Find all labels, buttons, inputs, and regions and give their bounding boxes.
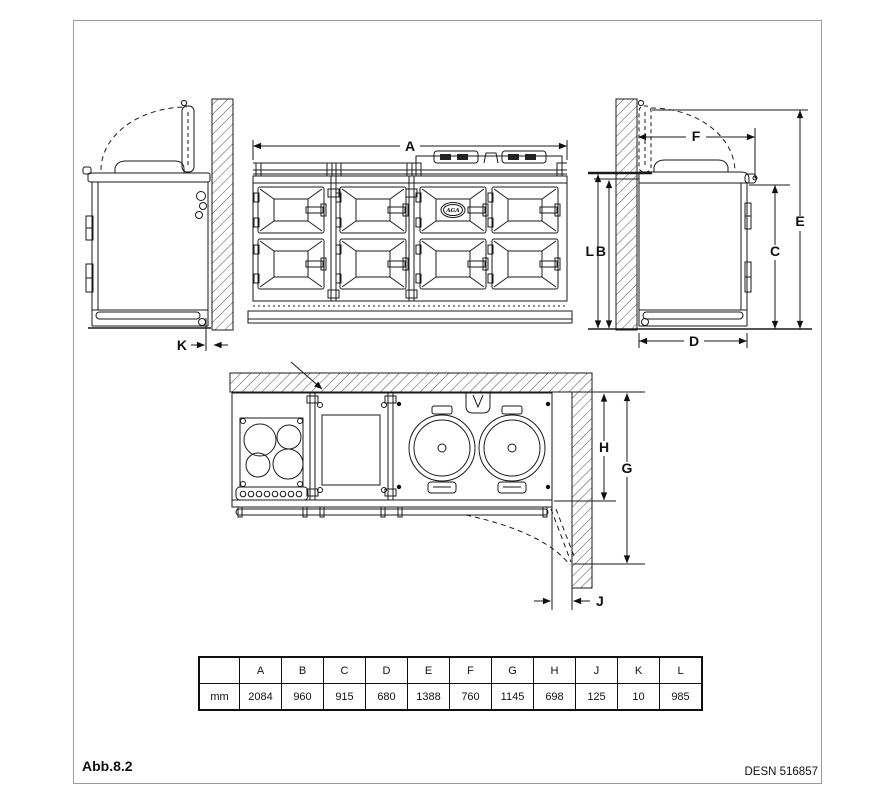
open-lid [180,99,195,173]
table-corner-cell [198,656,240,684]
lid-swing-arc [650,107,736,173]
oven-door [415,186,489,234]
dimension-table: A B C D E F G H J K L mm 2084 960 915 68… [198,656,703,711]
table-value-g: 1145 [491,683,534,711]
wall-section-left-view [211,98,234,331]
warming-plate-plan [317,402,387,493]
table-value-j: 125 [575,683,618,711]
figure-caption: Abb.8.2 [82,758,133,774]
induction-hob-plan [235,417,309,501]
oven-door [335,238,409,290]
right-side-view [588,98,812,348]
wall-column-right [571,391,593,589]
dim-C-lines [749,184,790,329]
cooker-plan-outline [231,392,553,501]
dim-label-a: A [405,138,415,154]
open-lid-phantom [637,99,652,173]
table-col-e: E [407,656,450,684]
table-col-g: G [491,656,534,684]
table-col-j: J [575,656,618,684]
table-col-f: F [449,656,492,684]
dim-J-lines [534,507,590,610]
table-col-a: A [239,656,282,684]
oven-door [487,238,561,290]
plan-module-seams [306,393,397,500]
door-swing-arc-plan [465,514,571,566]
oven-door [487,186,561,234]
cooker-side-right [638,159,758,327]
table-value-k: 10 [617,683,660,711]
dim-label-h: H [599,439,609,455]
table-value-c: 915 [323,683,366,711]
dim-label-k: K [177,337,187,353]
oven-door [415,238,489,290]
table-col-c: C [323,656,366,684]
table-unit-cell: mm [198,683,240,711]
control-knobs-strip [235,486,309,501]
table-col-d: D [365,656,408,684]
table-value-f: 760 [449,683,492,711]
dim-E-lines [652,109,808,329]
gas-hob-burners [433,150,547,164]
oven-door [335,186,409,234]
oven-door [253,238,327,290]
dim-label-d: D [689,333,699,349]
closed-lid-dome [114,160,185,173]
doc-number: DESN 516857 [744,766,818,778]
wall-section-right-view [615,98,638,331]
left-side-view [82,98,234,351]
dim-label-g: G [622,460,633,476]
table-value-e: 1388 [407,683,450,711]
front-view [247,140,573,324]
dim-A-lines [252,140,568,160]
closed-lid-dome [653,159,729,172]
aga-logo-text: AGA [445,208,459,214]
plinth [247,300,573,324]
dim-label-c: C [770,243,780,259]
table-value-a: 2084 [239,683,282,711]
dim-F-lines [638,128,756,178]
table-value-h: 698 [533,683,576,711]
table-value-d: 680 [365,683,408,711]
wall-band-top [229,372,593,393]
lid-swing-arc [100,106,188,171]
cooker-side-left [82,160,211,329]
oven-door [253,186,327,234]
table-values-row: mm 2084 960 915 680 1388 760 1145 698 12… [198,683,703,711]
dim-D-lines [638,333,748,348]
hotplate-lids-plan [396,393,551,494]
dim-K-lines [191,318,228,351]
table-col-h: H [533,656,576,684]
dim-H-lines [554,393,616,502]
aga-logo [440,202,466,218]
table-col-k: K [617,656,660,684]
plan-view [229,361,645,610]
sheet-border [73,20,822,784]
rear-bracket [465,393,491,414]
dim-label-b: B [596,243,606,259]
table-header-row: A B C D E F G H J K L [198,656,703,684]
table-value-b: 960 [281,683,324,711]
dim-label-e: E [795,213,804,229]
towel-rail [253,162,567,177]
dim-label-j: J [596,593,604,609]
table-value-l: 985 [659,683,703,711]
table-col-l: L [659,656,703,684]
seam-pointer-arrow [290,361,323,390]
front-rail-plan [231,499,553,518]
table-col-b: B [281,656,324,684]
dim-label-l: L [585,243,594,259]
open-door-phantom [550,508,572,563]
dim-label-f: F [692,128,701,144]
dim-G-lines [573,391,645,565]
